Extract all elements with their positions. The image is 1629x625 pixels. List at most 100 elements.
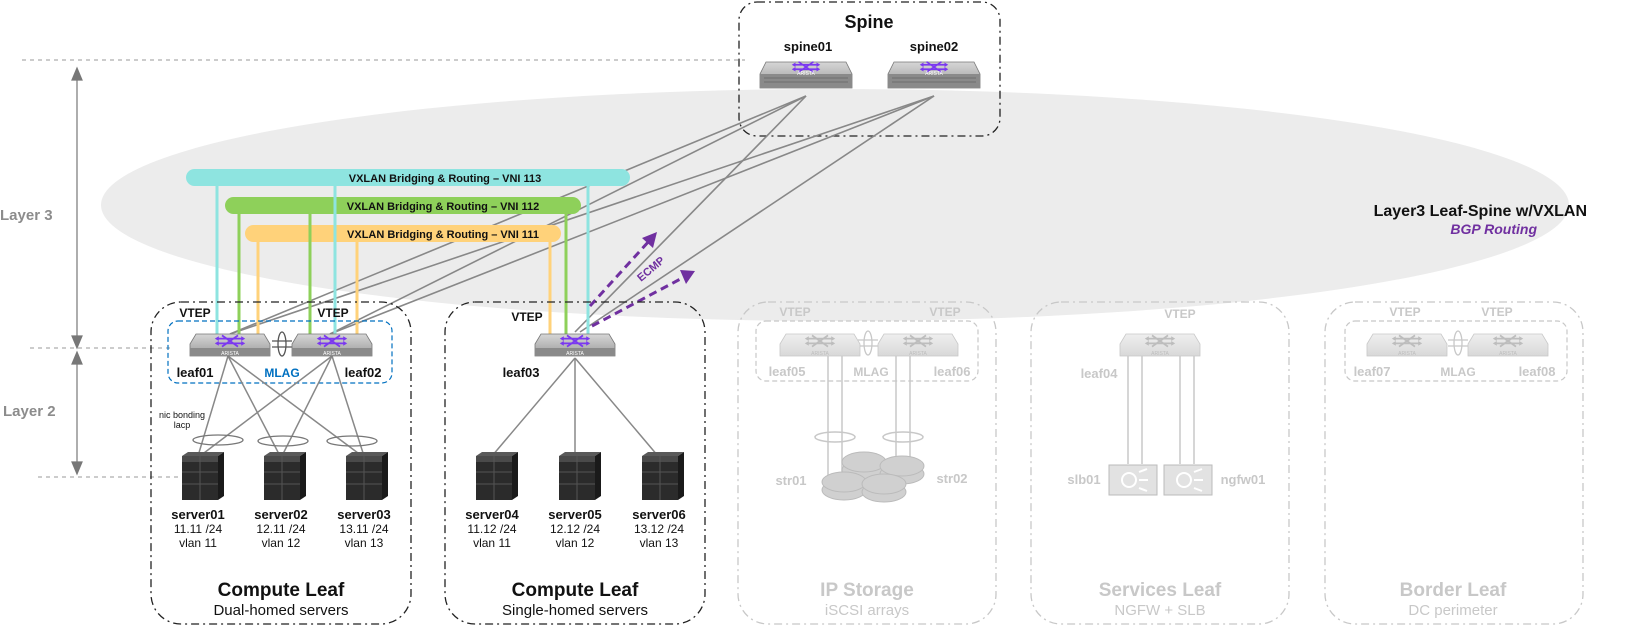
mlag-label: MLAG — [264, 366, 299, 380]
layer3-arrow — [71, 66, 83, 350]
svg-text:13.12 /24: 13.12 /24 — [634, 522, 684, 536]
layer3-ellipse — [101, 89, 1569, 321]
storage-peerlink — [858, 330, 878, 356]
compute1-title: Compute Leaf — [218, 580, 345, 601]
svg-text:12.12 /24: 12.12 /24 — [550, 522, 600, 536]
services-title: Services Leaf — [1099, 580, 1222, 601]
server01-info: server01 11.11 /24 vlan 11 — [171, 507, 225, 550]
leaf04-switch: ARISTA — [1119, 333, 1201, 357]
svg-text:vlan 11: vlan 11 — [473, 536, 511, 550]
storage-disks-icon — [821, 451, 925, 503]
lacp-label: lacp — [174, 420, 191, 430]
spine02-label: spine02 — [910, 39, 958, 54]
str02-label: str02 — [936, 471, 967, 486]
storage-subtitle: iSCSI arrays — [825, 602, 909, 619]
svg-text:VXLAN Bridging & Routing – VNI: VXLAN Bridging & Routing – VNI 112 — [347, 201, 540, 213]
server05-info: server05 12.12 /24 vlan 12 — [548, 507, 602, 550]
server02-info: server02 12.11 /24 vlan 12 — [254, 507, 308, 550]
svg-text:ARISTA: ARISTA — [909, 351, 927, 357]
svg-text:ARISTA: ARISTA — [1499, 351, 1517, 357]
compute2-subtitle: Single-homed servers — [502, 602, 648, 619]
svg-text:ARISTA: ARISTA — [925, 71, 943, 77]
spine01-label: spine01 — [784, 39, 832, 54]
svg-text:ARISTA: ARISTA — [1151, 351, 1169, 357]
mlag-group-box — [167, 320, 393, 384]
slb01-label: slb01 — [1067, 472, 1100, 487]
compute1-lacp-bundles — [192, 434, 378, 447]
storage-title: IP Storage — [820, 580, 914, 601]
leaf07-switch: ARISTA — [1366, 333, 1448, 357]
compute1-server-links — [197, 355, 365, 457]
leaf03-label: leaf03 — [503, 365, 540, 380]
svg-text:server05: server05 — [548, 507, 602, 522]
vni112-bar: VXLAN Bridging & Routing – VNI 112 — [225, 197, 581, 214]
svg-text:server02: server02 — [254, 507, 308, 522]
leaf05-switch: ARISTA — [779, 333, 861, 357]
leaf03-switch: ARISTA — [534, 333, 616, 357]
svg-text:vlan 13: vlan 13 — [640, 536, 679, 550]
uplinks — [229, 95, 935, 335]
border-mlag-box — [1344, 320, 1568, 382]
vni113-bar: VXLAN Bridging & Routing – VNI 113 — [186, 169, 630, 186]
storage-mlag-label: MLAG — [853, 365, 888, 379]
border-mlag-label: MLAG — [1440, 365, 1475, 379]
pod-compute1-box — [150, 301, 412, 625]
vni-drops — [215, 186, 590, 336]
overlay-title: Layer3 Leaf-Spine w/VXLAN — [1374, 203, 1587, 220]
svg-text:13.11 /24: 13.11 /24 — [339, 522, 388, 536]
svg-text:vlan 12: vlan 12 — [556, 536, 595, 550]
svg-text:vlan 12: vlan 12 — [262, 536, 301, 550]
vtep-label-leaf01: VTEP — [179, 306, 210, 320]
border-peerlink — [1448, 330, 1468, 356]
svg-text:ARISTA: ARISTA — [811, 351, 829, 357]
vni111-bar: VXLAN Bridging & Routing – VNI 111 — [245, 225, 561, 242]
leaf06-switch: ARISTA — [877, 333, 959, 357]
svg-text:server06: server06 — [632, 507, 686, 522]
server04-icon — [475, 451, 519, 501]
server01-icon — [181, 451, 225, 501]
pod-compute2-box — [444, 301, 706, 625]
layer2-arrow — [71, 350, 83, 476]
storage-mlag-box — [755, 320, 979, 382]
services-subtitle: NGFW + SLB — [1114, 602, 1205, 619]
spine-title: Spine — [844, 12, 893, 32]
server04-info: server04 11.12 /24 vlan 11 — [465, 507, 519, 550]
svg-text:server03: server03 — [337, 507, 391, 522]
layer2-label: Layer 2 — [3, 403, 56, 420]
server03-info: server03 13.11 /24 vlan 13 — [337, 507, 391, 550]
pod-border-box — [1324, 301, 1584, 625]
border-subtitle: DC perimeter — [1408, 602, 1497, 619]
svg-text:ARISTA: ARISTA — [797, 71, 815, 77]
border-title: Border Leaf — [1400, 580, 1507, 601]
spine02-switch: ARISTA — [887, 60, 981, 89]
svg-text:11.11 /24: 11.11 /24 — [174, 522, 223, 536]
leaf01-switch: ARISTA — [189, 333, 271, 357]
ngfw01-appliance-icon — [1163, 464, 1213, 496]
svg-text:ARISTA: ARISTA — [566, 351, 584, 357]
server06-info: server06 13.12 /24 vlan 13 — [632, 507, 686, 550]
svg-text:12.11 /24: 12.11 /24 — [256, 522, 305, 536]
server03-icon — [345, 451, 389, 501]
leaf08-label: leaf08 — [1519, 364, 1556, 379]
vtep-label-leaf07: VTEP — [1389, 305, 1420, 319]
server02-icon — [263, 451, 307, 501]
leaf06-label: leaf06 — [934, 364, 971, 379]
leaf02-label: leaf02 — [345, 365, 382, 380]
svg-text:ARISTA: ARISTA — [221, 351, 239, 357]
compute2-title: Compute Leaf — [512, 580, 639, 601]
vtep-label-leaf03: VTEP — [511, 310, 542, 324]
svg-text:VXLAN Bridging & Routing – VNI: VXLAN Bridging & Routing – VNI 111 — [347, 229, 539, 241]
svg-text:server04: server04 — [465, 507, 519, 522]
slb01-appliance-icon — [1108, 464, 1158, 496]
svg-text:ARISTA: ARISTA — [323, 351, 341, 357]
leaf04-label: leaf04 — [1081, 366, 1119, 381]
svg-text:VXLAN Bridging & Routing – VNI: VXLAN Bridging & Routing – VNI 113 — [349, 173, 542, 185]
vtep-label-leaf06: VTEP — [929, 305, 960, 319]
svg-text:vlan 11: vlan 11 — [179, 536, 217, 550]
vtep-label-leaf04: VTEP — [1164, 307, 1195, 321]
ecmp-arrows — [588, 238, 687, 328]
spine-box — [738, 1, 1001, 137]
leaf01-label: leaf01 — [177, 365, 214, 380]
spine01-switch: ARISTA — [759, 60, 853, 89]
